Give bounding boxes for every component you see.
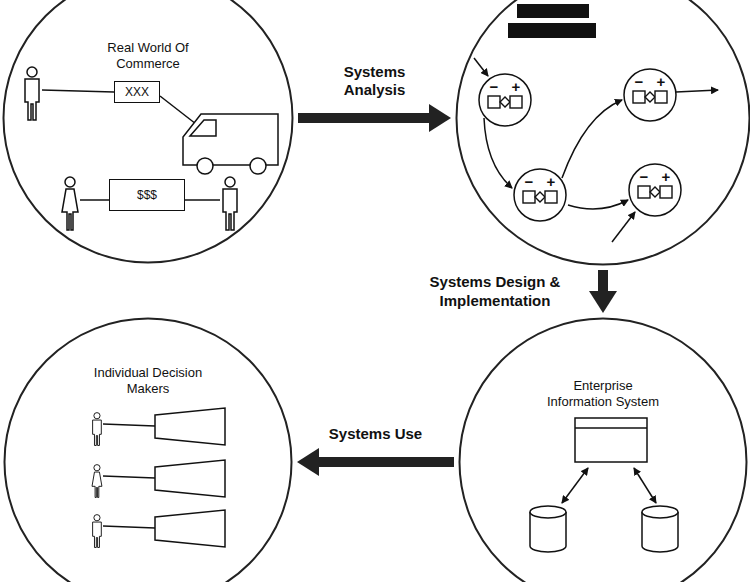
context-circle: Real World Of CommerceXXX $$$	[2, 0, 294, 264]
commerce-scene	[25, 67, 278, 230]
heading-block: Enterprise Information System	[543, 378, 663, 411]
circle-border	[460, 319, 747, 582]
block-arrow	[598, 270, 608, 291]
screen-window	[575, 418, 647, 462]
users-circle: Individual Decision Makers	[3, 317, 293, 582]
plus-sign: +	[662, 169, 671, 184]
block-arrow	[319, 457, 454, 467]
arrow-label: Systems Use	[306, 425, 446, 444]
process-model	[474, 4, 718, 242]
database-cylinder	[530, 506, 678, 552]
heading-block: Individual Decision Makers	[83, 365, 213, 398]
circle-outline	[2, 0, 294, 264]
arrow-label: Systems Design & Implementation	[405, 273, 585, 311]
box-text: XXX	[125, 85, 149, 99]
circle-border	[4, 0, 293, 263]
plus-sign: +	[657, 74, 666, 89]
model-circle	[455, 0, 750, 266]
plus-sign: +	[512, 79, 521, 94]
box-text: $$$	[137, 188, 157, 202]
payment-box: $$$	[109, 179, 185, 211]
minus-sign: −	[635, 74, 644, 89]
report-screen	[155, 408, 225, 547]
person-figure	[223, 177, 237, 230]
circle-heading: Individual Decision Makers	[83, 365, 213, 398]
person-figure	[62, 177, 78, 230]
person-figure	[25, 67, 39, 120]
heading-block: Real World Of Commerce	[93, 40, 203, 73]
decision-makers	[92, 408, 225, 547]
link-line	[42, 90, 114, 92]
block-arrow	[298, 113, 429, 123]
circle-heading: Real World Of Commerce	[93, 40, 203, 73]
link-line	[160, 96, 196, 124]
plus-sign: +	[547, 174, 556, 189]
system-circle: Enterprise Information System	[458, 317, 748, 582]
circle-outline	[458, 317, 748, 582]
minus-sign: −	[640, 169, 649, 184]
information-system	[530, 418, 678, 552]
minus-sign: −	[525, 174, 534, 189]
circle-heading: Enterprise Information System	[543, 378, 663, 411]
circle-outline	[455, 0, 750, 266]
document-box: XXX	[114, 81, 160, 103]
black-bar	[517, 4, 589, 18]
arrow-label: Systems Analysis	[325, 63, 425, 101]
minus-sign: −	[490, 79, 499, 94]
van	[183, 114, 278, 174]
circle-border	[5, 319, 292, 582]
black-bar	[508, 23, 596, 38]
circle-border	[457, 0, 750, 265]
circle-outline	[3, 317, 293, 582]
